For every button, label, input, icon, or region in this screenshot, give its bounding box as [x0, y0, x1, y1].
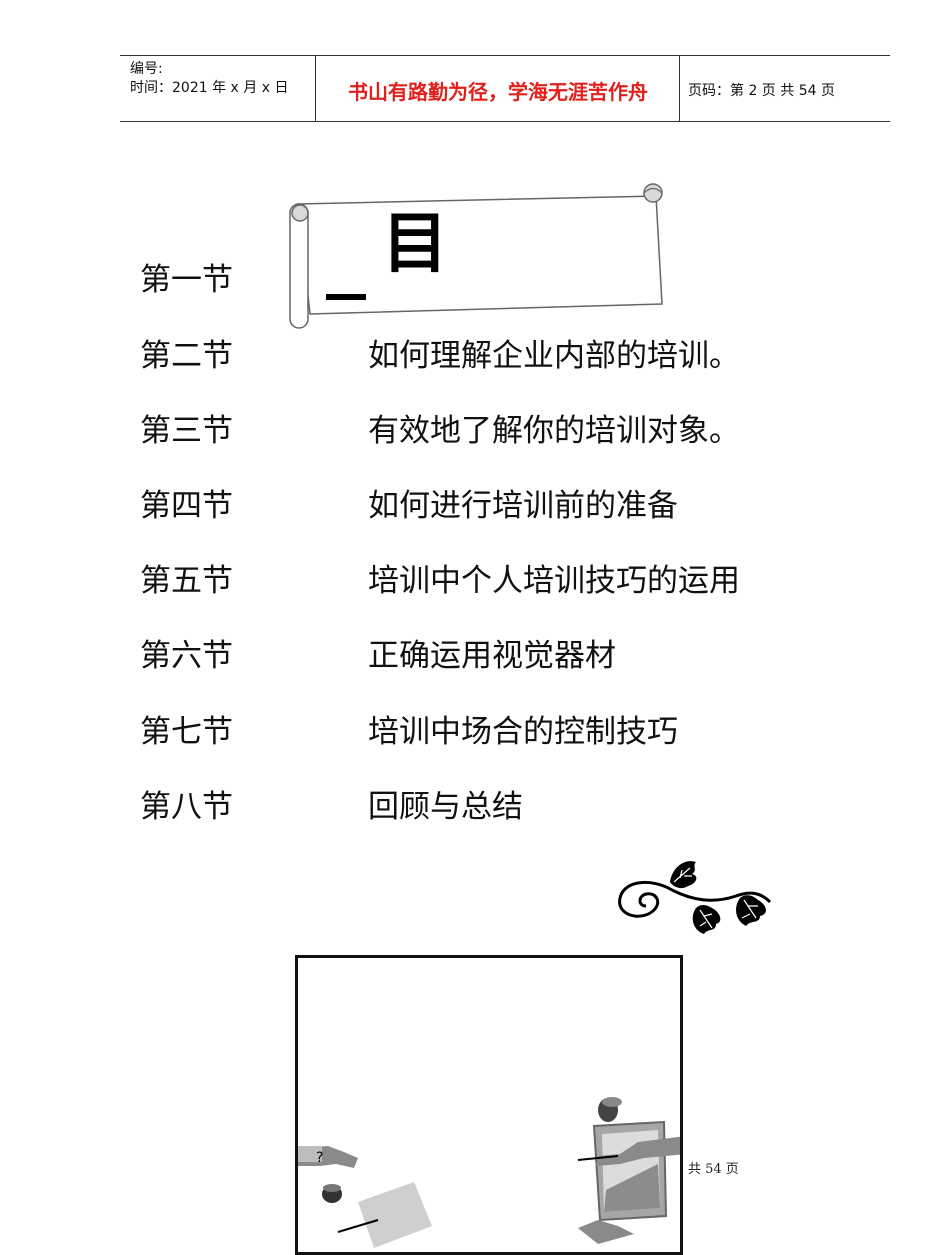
toc-item-number: 第七节: [140, 714, 233, 750]
header-divider-left: [315, 56, 316, 122]
header-motto: 书山有路勤为径，学海无涯苦作舟: [348, 80, 648, 104]
toc-item-number: 第三节: [140, 413, 233, 449]
vine-leaves-icon: [612, 856, 778, 938]
toc-item: 第八节 回顾与总结: [0, 787, 950, 827]
toc-item-title: 正确运用视觉器材: [368, 638, 616, 674]
toc-item: 第四节 如何进行培训前的准备: [0, 486, 950, 526]
scroll-banner-icon: [289, 183, 663, 329]
toc-item-number: 第八节: [140, 789, 233, 825]
document-date-label: 时间：2021 年 x 月 x 日: [130, 80, 289, 96]
banner-title-glyph: 目: [382, 205, 448, 282]
toc-item-number: 第一节: [140, 262, 233, 298]
toc-item-title: 培训中个人培训技巧的运用: [368, 563, 740, 599]
toc-item-title: 培训中场合的控制技巧: [368, 714, 678, 750]
toc-item-title: 如何进行培训前的准备: [368, 488, 678, 524]
toc-item-title: 回顾与总结: [368, 789, 523, 825]
toc-item: 第五节 培训中个人培训技巧的运用: [0, 561, 950, 601]
scroll-banner: 目: [286, 182, 668, 332]
toc-item-title: 有效地了解你的培训对象。: [368, 413, 740, 449]
toc-item-title: 如何理解企业内部的培训。: [368, 338, 740, 374]
toc-item: 第三节 有效地了解你的培训对象。: [0, 411, 950, 451]
page-number-info: 页码：第 2 页 共 54 页: [688, 83, 835, 99]
header-top-rule: [120, 55, 890, 56]
toc-item: 第六节 正确运用视觉器材: [0, 636, 950, 676]
header-bottom-rule: [120, 121, 890, 122]
toc-item-number: 第二节: [140, 338, 233, 374]
toc-item: 第七节 培训中场合的控制技巧: [0, 712, 950, 752]
toc-item: 第一节: [0, 260, 950, 300]
toc-item: 第二节 如何理解企业内部的培训。: [0, 336, 950, 376]
header-divider-right: [679, 56, 680, 122]
toc-item-number: 第六节: [140, 638, 233, 674]
meeting-table-clipart: ?: [295, 955, 683, 1255]
svg-text:?: ?: [316, 1150, 323, 1166]
toc-item-number: 第五节: [140, 563, 233, 599]
toc-item-number: 第四节: [140, 488, 233, 524]
footer-page-total: 共 54 页: [688, 1162, 739, 1177]
document-code-label: 编号:: [130, 61, 163, 77]
